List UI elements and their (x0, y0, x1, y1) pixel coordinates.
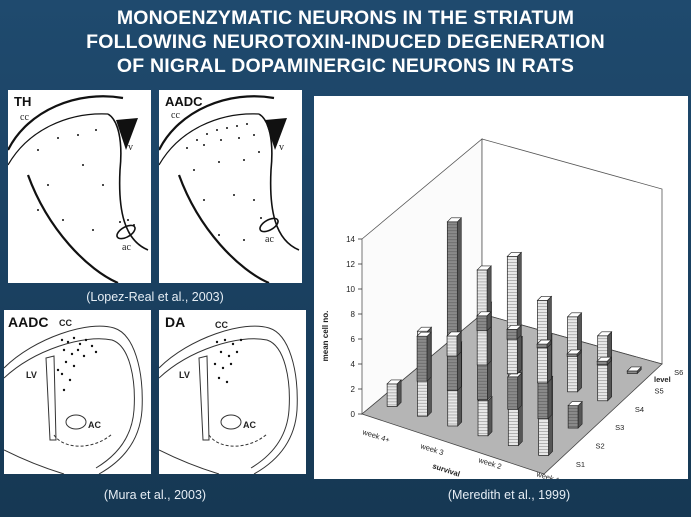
panel-da: DA CC LV AC (159, 310, 306, 474)
aadc-top-label: AADC (165, 94, 203, 109)
bar-front (386, 383, 398, 407)
bar-top (506, 252, 523, 257)
bar-front (416, 335, 428, 382)
bar-front (536, 343, 548, 349)
aadc-top-section-drawing (159, 95, 300, 283)
y-tick-label: 10 (346, 285, 355, 294)
aadc-top-cc-label: cc (171, 110, 180, 121)
bar-front (477, 400, 489, 437)
y-axis-label: mean cell no. (321, 311, 330, 362)
y-tick-label: 14 (346, 235, 355, 244)
bar-top (596, 331, 613, 337)
bar-front (597, 335, 609, 402)
bar-front (596, 360, 608, 366)
aadc-bottom-lv-label: LV (26, 370, 37, 380)
th-label: TH (14, 94, 32, 109)
bar-top (626, 366, 642, 372)
title-line-1: MONOENZYMATIC NEURONS IN THE STRIATUM (116, 7, 575, 29)
bar-side (517, 372, 523, 411)
bar-top (596, 356, 612, 362)
da-ac-label: AC (243, 420, 256, 430)
bar-top (567, 401, 583, 406)
aadc-bottom-section-drawing (4, 325, 143, 474)
level-tick-label: S6 (674, 368, 683, 377)
da-section-drawing (159, 325, 298, 474)
aadc-top-v-label: v (279, 142, 284, 153)
bar-side (517, 251, 522, 375)
level-tick-label: S1 (576, 460, 585, 469)
bar-top (566, 349, 582, 355)
bar-front (506, 328, 518, 340)
panel-th: TH cc v ac (8, 90, 151, 283)
panel-3d-bar-chart: 0 2 4 6 8 10 12 14 mean cell no. week 4+ week 3 wee… (314, 96, 688, 479)
panel-aadc-bottom: AADC CC LV AC (4, 310, 151, 474)
y-tick-label: 2 (351, 385, 356, 394)
da-lv-label: LV (179, 370, 190, 380)
th-cc-label: cc (20, 112, 29, 123)
bar-chart-3d: 0 2 4 6 8 10 12 14 mean cell no. week 4+ week 3 wee… (321, 138, 683, 479)
level-tick-label: S4 (635, 405, 644, 414)
y-tick-label: 12 (346, 260, 355, 269)
aadc-bottom-cc-label: CC (59, 318, 72, 328)
da-cc-label: CC (215, 320, 228, 330)
bar-side (487, 396, 493, 437)
bar-front (566, 353, 578, 357)
bar-side (577, 400, 583, 429)
bar-top (536, 339, 552, 345)
title-line-3: OF NIGRAL DOPAMINERGIC NEURONS IN RATS (116, 55, 575, 77)
da-label: DA (165, 314, 186, 330)
bar-front (507, 376, 519, 410)
bar-top (386, 379, 402, 385)
aadc-bottom-label: AADC (8, 314, 49, 330)
survival-tick-label: week 3 (418, 441, 444, 457)
title-line-2: FOLLOWING NEUROTOXIN-INDUCED DEGENERATIO… (86, 31, 605, 53)
bar-side (426, 331, 432, 382)
y-tick-label: 0 (351, 410, 356, 419)
bar-front (476, 315, 488, 332)
caption-meredith: (Meredith et al., 1999) (447, 488, 571, 502)
bar-front (446, 221, 458, 391)
aadc-top-ac-label: ac (265, 234, 274, 245)
survival-tick-label: week 1 (534, 469, 560, 479)
bar-top (446, 217, 463, 223)
slide-title: MONOENZYMATIC NEURONS IN THE STRIATUM FO… (0, 6, 691, 78)
bar-top (446, 331, 462, 337)
y-tick-label: 8 (351, 310, 356, 319)
bar-top (536, 296, 553, 301)
bar-top (416, 326, 433, 332)
bar-front (567, 405, 579, 429)
th-section-drawing (8, 95, 149, 283)
bar-side (457, 217, 462, 392)
bar-front (506, 256, 518, 375)
bar-side (547, 295, 552, 384)
panel-aadc-top: AADC cc v ac (159, 90, 302, 283)
bar-side (607, 331, 612, 402)
bar-top (566, 312, 583, 318)
caption-lopez-real: (Lopez-Real et al., 2003) (86, 290, 224, 304)
bar-top (506, 325, 522, 330)
th-v-label: v (128, 142, 133, 153)
aadc-bottom-ac-label: AC (88, 420, 101, 430)
bar-top (476, 265, 492, 271)
level-tick-label: S3 (615, 423, 624, 432)
level-tick-label: S2 (596, 442, 605, 451)
y-tick-label: 4 (351, 360, 356, 369)
survival-tick-label: week 4+ (360, 427, 391, 445)
y-tick-label: 6 (351, 335, 356, 344)
bar-side (396, 379, 402, 408)
x-axis-label: survival (431, 461, 461, 478)
bar-top (416, 331, 432, 337)
caption-mura: (Mura et al., 2003) (103, 488, 207, 502)
bar-front (626, 370, 638, 374)
level-tick-label: S5 (655, 387, 664, 396)
z-axis-label: level (654, 375, 671, 384)
th-ac-label: ac (122, 242, 131, 253)
bar-top (476, 311, 492, 317)
